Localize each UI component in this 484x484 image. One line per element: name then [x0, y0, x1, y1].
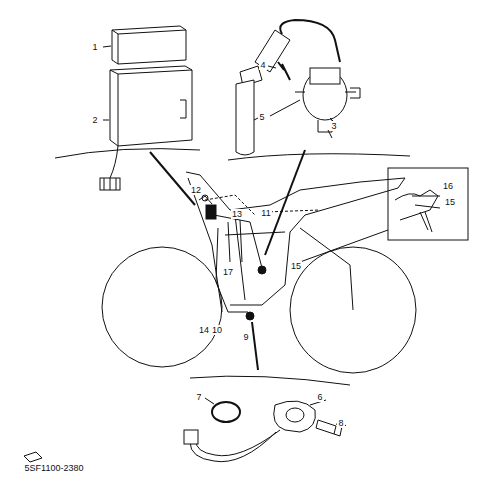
- callout-number: 11: [260, 208, 271, 218]
- callout-number: 2: [91, 115, 98, 125]
- callout-number: 8: [337, 418, 344, 428]
- callout-number: 9: [242, 332, 249, 342]
- callout-number: 15: [444, 197, 456, 207]
- callout-number: 6: [316, 392, 323, 402]
- callout-number: 5: [258, 112, 265, 122]
- callout-number: 15: [290, 261, 302, 271]
- callout-number: 10: [211, 325, 223, 335]
- callout-number: 13: [231, 209, 243, 219]
- callout-number: 17: [222, 267, 234, 277]
- callout-number: 14: [198, 325, 210, 335]
- figure-code: 5SF1100-2380: [24, 463, 85, 473]
- callout-number: 4: [259, 60, 266, 70]
- callout-number: 7: [195, 392, 202, 402]
- callout-number: 12: [190, 185, 202, 195]
- callout-number: 1: [91, 42, 98, 52]
- callout-number: 16: [442, 181, 454, 191]
- callout-number: 3: [330, 121, 337, 131]
